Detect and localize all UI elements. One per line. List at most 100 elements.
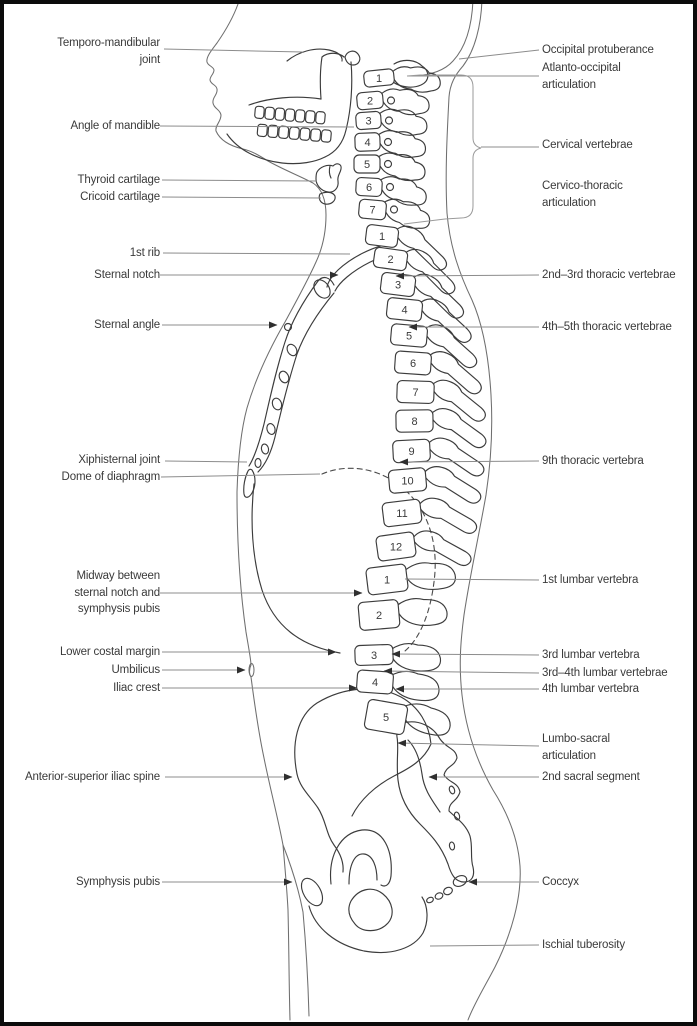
label-dome-of-diaphragm: Dome of diaphragm [61,471,161,483]
label-1st-rib: 1st rib [129,247,160,259]
vertebra-thoracic-12: 12 [375,530,472,567]
label-9th-thoracic-vertebra: 9th thoracic vertebra [542,455,644,467]
vertebra-cervical-1: 1 [363,66,441,93]
manubrium-oval [313,279,331,299]
mandible-lower-border [226,133,326,165]
first-rib-upper-edge [326,242,393,288]
pelvis [294,688,432,954]
spinous-process [403,248,456,295]
sacrum-and-coccyx [396,721,475,904]
leader-dome-of-diaphragm [160,473,321,478]
leader-1st-rib [162,252,351,255]
vertebral-body [357,599,401,631]
costal-cartilage-ovals [254,343,298,469]
lower-costal-margin-curve [251,483,341,654]
vertebra-number: 4 [364,137,370,149]
manubrium-top [317,276,335,286]
spinous-process [395,597,448,626]
atlas-transverse-process [392,59,429,88]
vertebra-cervical-4: 4 [354,130,427,158]
label-2nd-3rd-thoracic-vertebrae: 2nd–3rd thoracic vertebrae [542,269,676,281]
larynx [315,163,342,205]
mandible-ramus-back [324,61,353,158]
leader-temporo-mandibular-joint [163,48,304,53]
vertebra-number: 5 [383,712,389,724]
label-cricoid-cartilage: Cricoid cartilage [80,191,160,203]
label-symphysis-pubis: Symphysis pubis [75,876,160,888]
label-umbilicus: Umbilicus [111,664,161,676]
vertebral-body [354,132,381,152]
maxilla-line [248,96,322,106]
ischium-outline [308,896,428,954]
vertebra-number: 2 [367,96,373,108]
vertebral-body [363,68,395,88]
spinous-process [430,379,486,422]
label-iliac-crest: Iliac crest [113,682,160,694]
transverse-foramen-circle [386,96,396,105]
leader-lines-left [159,48,363,886]
label-3rd-lumbar-vertebra: 3rd lumbar vertebra [542,649,640,661]
sacrum-inner-line [407,739,441,813]
label-midway-between-sternal-notch-and-symphysis-pubis: Midway between sternal notch and symphys… [74,570,160,615]
label-thyroid-cartilage: Thyroid cartilage [77,174,161,186]
spinous-process [390,66,441,93]
mandible-coronoid [319,52,345,100]
spinous-process [411,530,472,567]
vertebra-thoracic-6: 6 [394,350,482,395]
vertebral-body [381,498,423,528]
vertebra-thoracic-8: 8 [395,407,487,449]
groin-crease-line [282,844,310,1017]
sternum-back-edge [257,292,335,473]
vertebra-number: 3 [365,116,371,128]
tmj-condyle [344,50,361,66]
body-outline [206,0,521,1021]
label-atlanto-occipital-articulation: Atlanto-occipital articulation [542,62,621,91]
vertebra-number: 1 [379,231,385,243]
vertebra-thoracic-7: 7 [396,379,486,422]
head-back-outline [413,0,474,77]
leader-occipital-protuberance [458,49,540,60]
zygomatic-arch [286,48,343,62]
label-3rd-4th-lumbar-vertebrae: 3rd–4th lumbar vertebrae [542,667,668,679]
vertebra-number: 8 [411,416,417,428]
vertebral-body [356,669,394,695]
leader-1st-lumbar [404,578,540,581]
spinous-process [423,324,478,369]
xiphoid-process [243,468,256,498]
vertebral-body [364,224,400,248]
sternum-front-edge [248,280,319,467]
label-cervico-thoracic-articulation: Cervico-thoracic articulation [542,180,623,209]
vertebra-number: 7 [412,387,418,399]
sternal-angle-circle [283,322,293,332]
posterior-ilium-line [351,743,432,817]
vertebral-body [355,110,382,131]
vertebra-cervical-5: 5 [353,152,426,182]
leader-9th-thoracic [399,458,540,466]
label-2nd-sacral-segment: 2nd sacral segment [542,771,640,783]
vertebral-body [385,297,424,322]
vertebra-lumbar-1: 1 [365,562,456,596]
spinous-process [418,298,472,343]
spinous-process [403,562,456,591]
leader-2nd-3rd-thoracic [395,272,540,280]
spinous-process [389,643,442,672]
spinous-process [401,703,451,736]
spinous-process [429,407,487,449]
vertebra-cervical-2: 2 [356,88,430,116]
sternum-and-first-rib [243,242,398,498]
label-cervical-vertebrae: Cervical vertebrae [542,139,633,151]
label-coccyx: Coccyx [542,876,579,888]
skull [226,48,361,165]
iliac-crest-curve [294,688,432,775]
obturator-foramen [348,888,393,932]
sacrum-outline [396,721,475,883]
label-temporo-mandibular-joint: Temporo-mandibular joint [57,37,160,66]
label-sternal-notch: Sternal notch [94,269,160,281]
sacral-foramina [448,785,461,851]
label-sternal-angle: Sternal angle [94,319,160,331]
upper-teeth-row [254,105,326,125]
spinous-process [422,466,482,504]
vertebra-thoracic-4: 4 [385,297,472,343]
spinous-process [426,437,485,477]
vertebra-number: 4 [372,677,378,689]
